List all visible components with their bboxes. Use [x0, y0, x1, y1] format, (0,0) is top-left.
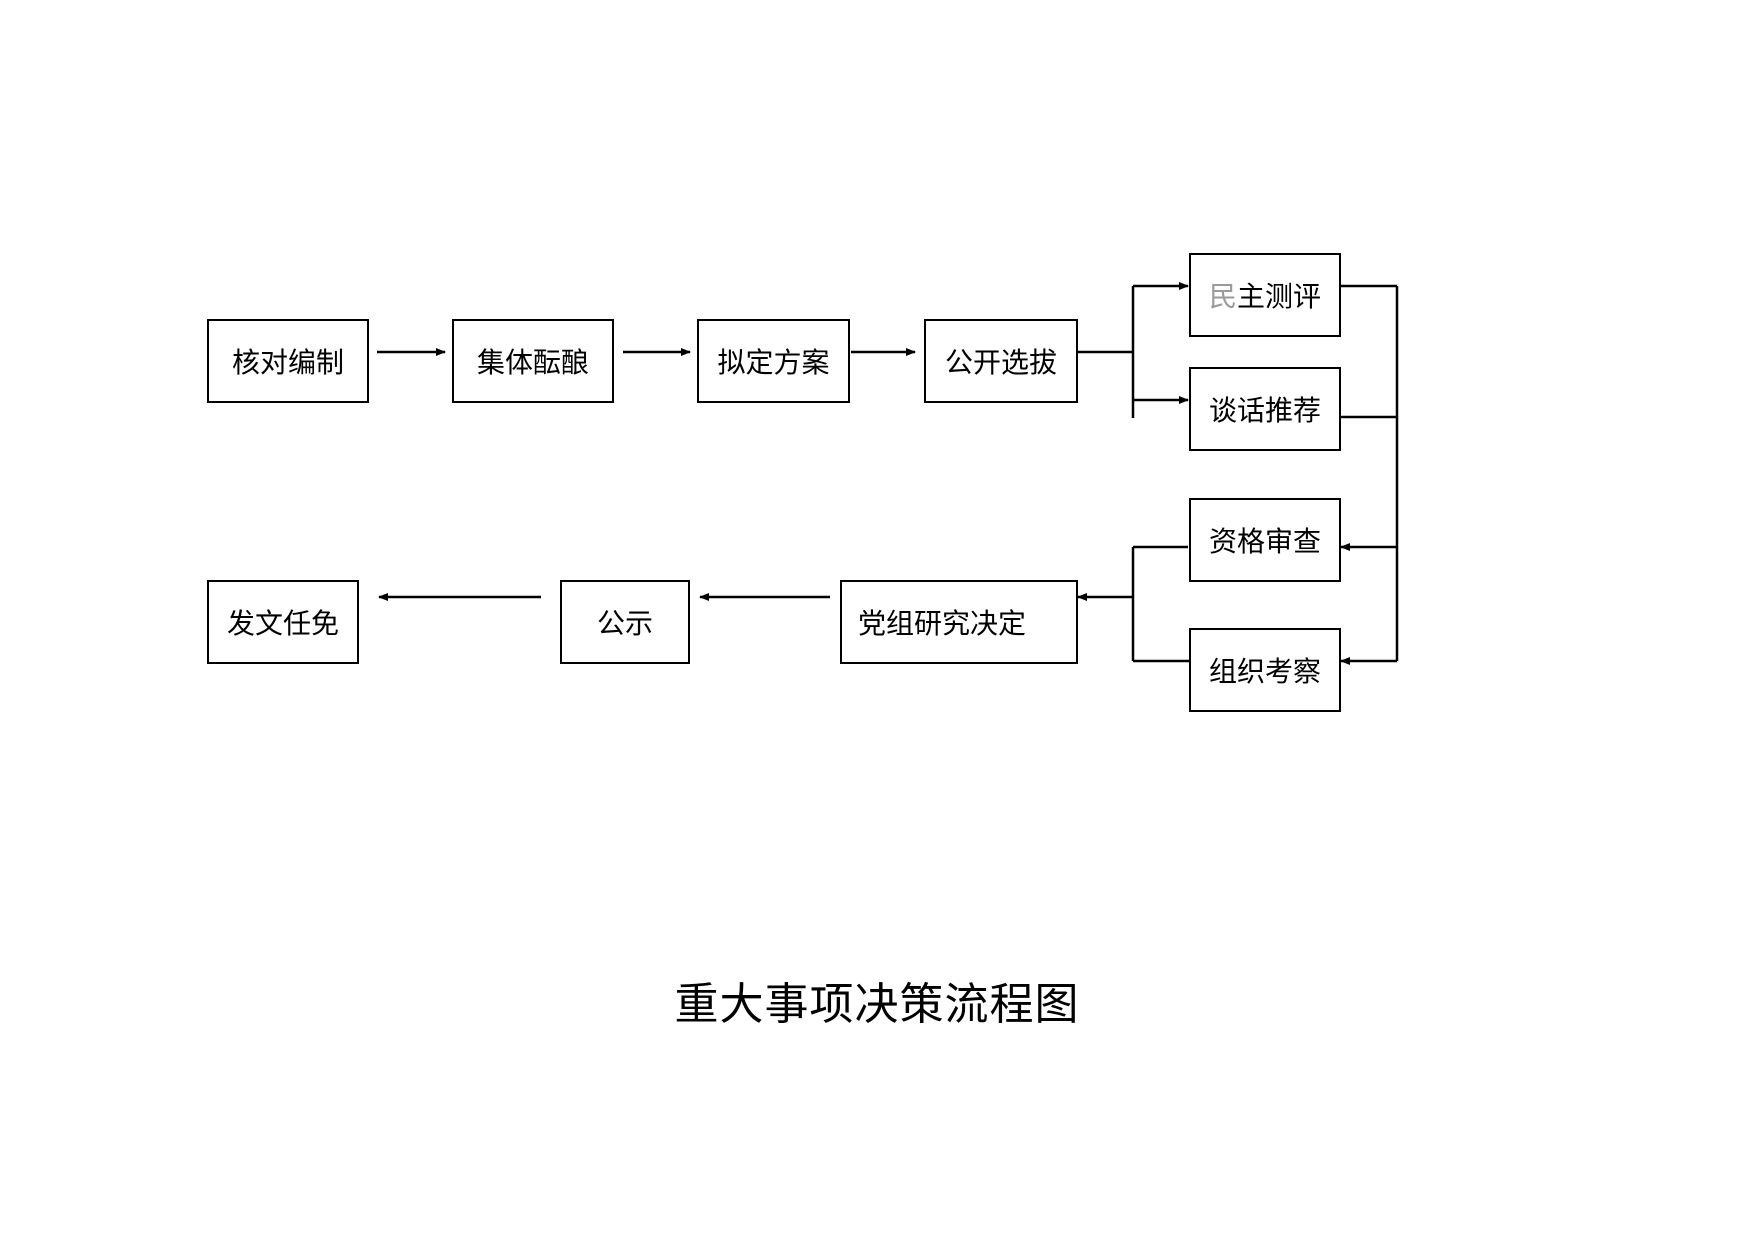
- diagram-title: 重大事项决策流程图: [674, 979, 1080, 1030]
- node-appointment: 发文任免: [207, 580, 359, 664]
- node-open-select-label: 公开选拔: [944, 346, 1057, 379]
- node-deliberate: 集体酝酿: [452, 319, 614, 403]
- node-democratic-eval-rest: 主测评: [1237, 280, 1322, 313]
- node-democratic-eval: 民主测评: [1189, 253, 1341, 337]
- node-qualification: 资格审查: [1189, 498, 1341, 582]
- node-talk-recommend: 谈话推荐: [1189, 367, 1341, 451]
- node-verify: 核对编制: [207, 319, 369, 403]
- node-party-decision: 党组研究决定: [840, 580, 1078, 664]
- node-publicity-label: 公示: [596, 607, 653, 640]
- node-open-select: 公开选拔: [924, 319, 1078, 403]
- node-draft-label: 拟定方案: [717, 346, 830, 379]
- node-democratic-eval-first-char: 民: [1208, 280, 1237, 313]
- node-qualification-label: 资格审查: [1208, 525, 1321, 558]
- node-democratic-eval-label: 民主测评: [1209, 275, 1321, 315]
- node-talk-recommend-label: 谈话推荐: [1208, 394, 1321, 427]
- node-deliberate-label: 集体酝酿: [476, 346, 589, 379]
- node-draft: 拟定方案: [697, 319, 850, 403]
- node-party-decision-label: 党组研究决定: [858, 607, 1027, 640]
- node-verify-label: 核对编制: [231, 346, 344, 379]
- node-inspection-label: 组织考察: [1208, 655, 1321, 688]
- node-inspection: 组织考察: [1189, 628, 1341, 712]
- node-appointment-label: 发文任免: [226, 607, 339, 640]
- node-publicity: 公示: [560, 580, 690, 664]
